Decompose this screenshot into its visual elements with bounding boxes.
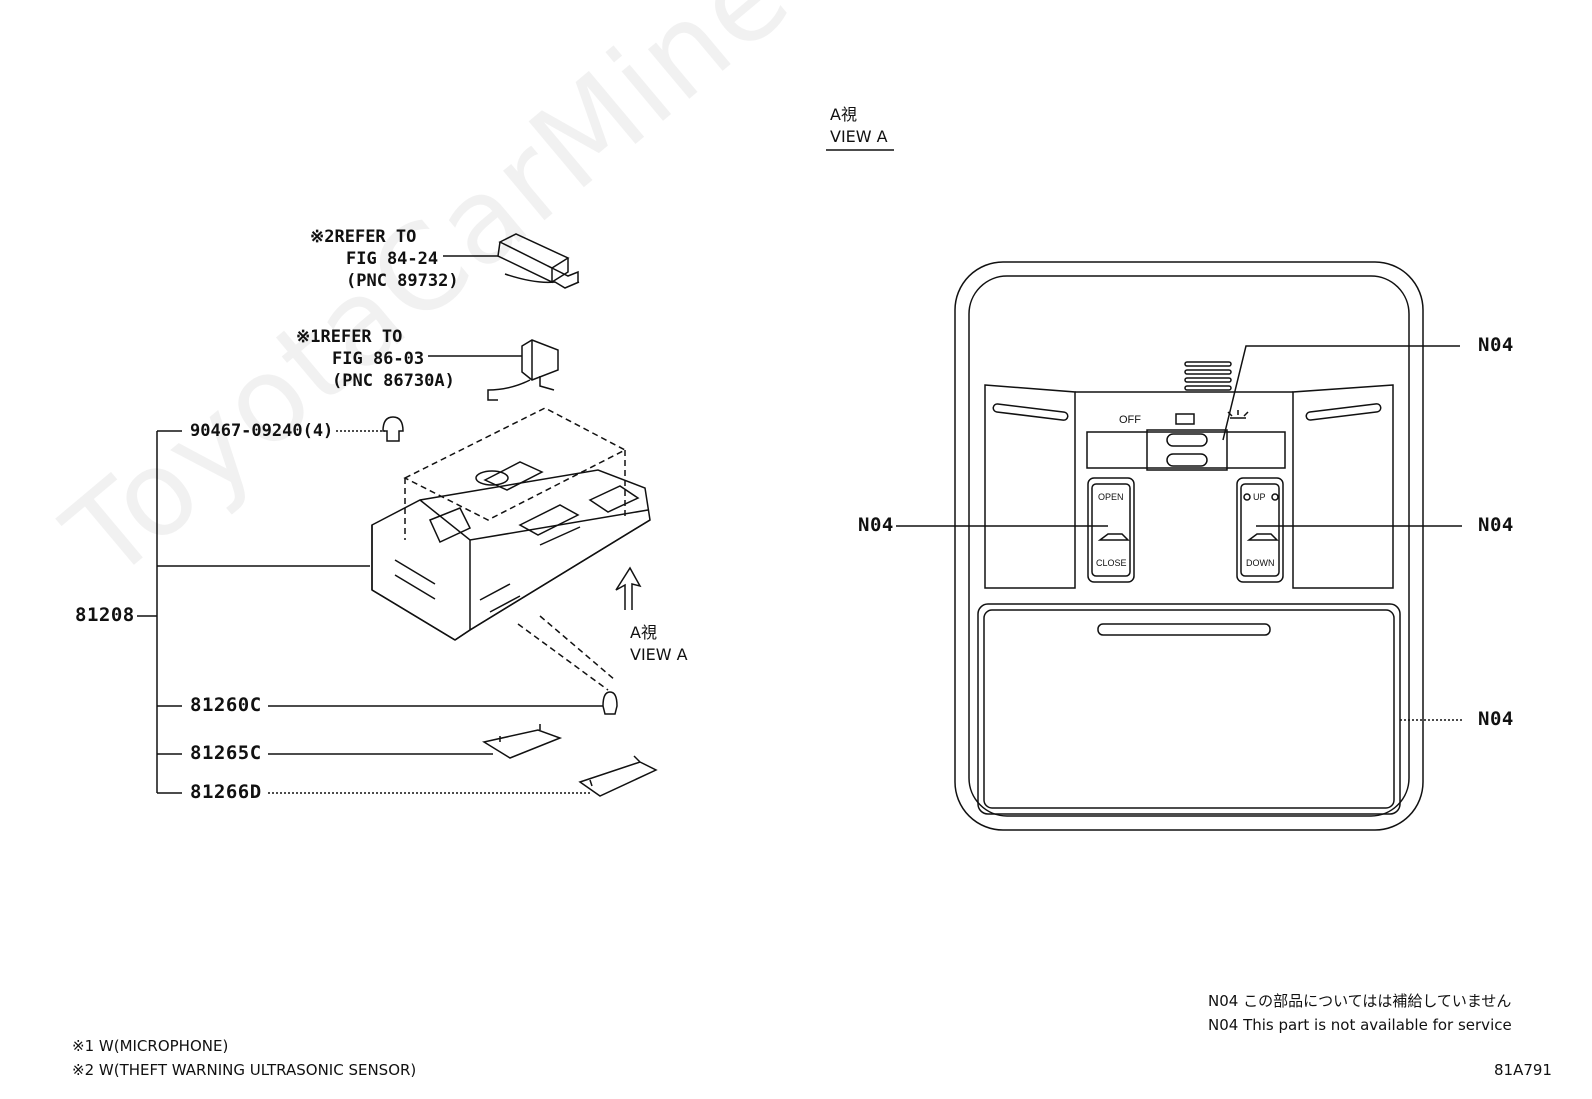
view-a-arrow-label: A視 VIEW A: [630, 622, 688, 666]
part-bulb-label: 81260C: [190, 694, 262, 716]
reference-line2: FIG 86-03: [332, 349, 425, 369]
reference-line1: REFER TO: [320, 327, 403, 347]
part-clip-label: 90467-09240(4): [190, 421, 334, 441]
view-a-heading-en: VIEW A: [830, 127, 888, 146]
reference-line3: (PNC 89732): [346, 271, 459, 291]
panel-open-label: OPEN: [1098, 492, 1124, 502]
projection-lines: [403, 407, 627, 691]
view-a-heading-jp: A視: [830, 105, 857, 124]
callout-lens: N04: [1478, 708, 1514, 730]
footnotes: ※1 W(MICROPHONE) ※2 W(THEFT WARNING ULTR…: [72, 1034, 416, 1082]
service-note: N04 この部品についてはは補給していません N04 This part is …: [1208, 989, 1512, 1037]
callout-sunroof-right: N04: [1478, 514, 1514, 536]
service-note-jp: N04 この部品についてはは補給していません: [1208, 992, 1512, 1010]
service-note-en: N04 This part is not available for servi…: [1208, 1016, 1512, 1034]
ultrasonic-sensor-icon: [497, 233, 580, 289]
part-lens-small-label: 81265C: [190, 742, 262, 764]
reference-line1: REFER TO: [334, 227, 417, 247]
reference-mark: ※2: [310, 227, 335, 247]
panel-close-label: CLOSE: [1096, 558, 1127, 568]
part-lens-large-label: 81266D: [190, 781, 262, 803]
clip-icon: [382, 416, 404, 442]
figure-id: 81A791: [1494, 1061, 1552, 1079]
footnote-microphone: ※1 W(MICROPHONE): [72, 1037, 229, 1055]
view-a-arrow-label-jp: A視: [630, 623, 657, 642]
small-lens-icon: [482, 724, 563, 759]
reference-line2: FIG 84-24: [346, 249, 439, 269]
reference-sensor: ※2REFER TO FIG 84-24 (PNC 89732): [310, 226, 459, 292]
overhead-console-icon: [371, 461, 651, 641]
callout-switch: N04: [1478, 334, 1514, 356]
microphone-icon: [487, 339, 559, 401]
view-a-heading: A視 VIEW A: [830, 104, 888, 148]
reference-mark: ※1: [296, 327, 321, 347]
part-assembly-label: 81208: [75, 604, 135, 626]
reference-microphone: ※1REFER TO FIG 86-03 (PNC 86730A): [296, 326, 455, 392]
callout-sunroof-left: N04: [858, 514, 894, 536]
view-a-panel: [954, 261, 1424, 831]
panel-off-label: OFF: [1119, 414, 1141, 426]
view-a-arrow-label-en: VIEW A: [630, 645, 688, 664]
bulb-icon: [602, 691, 618, 715]
large-lens-icon: [578, 755, 658, 797]
view-a-arrow: [615, 566, 642, 610]
reference-line3: (PNC 86730A): [332, 371, 455, 391]
panel-up-label: UP: [1253, 492, 1266, 502]
footnote-sensor: ※2 W(THEFT WARNING ULTRASONIC SENSOR): [72, 1061, 417, 1079]
panel-down-label: DOWN: [1246, 558, 1275, 568]
